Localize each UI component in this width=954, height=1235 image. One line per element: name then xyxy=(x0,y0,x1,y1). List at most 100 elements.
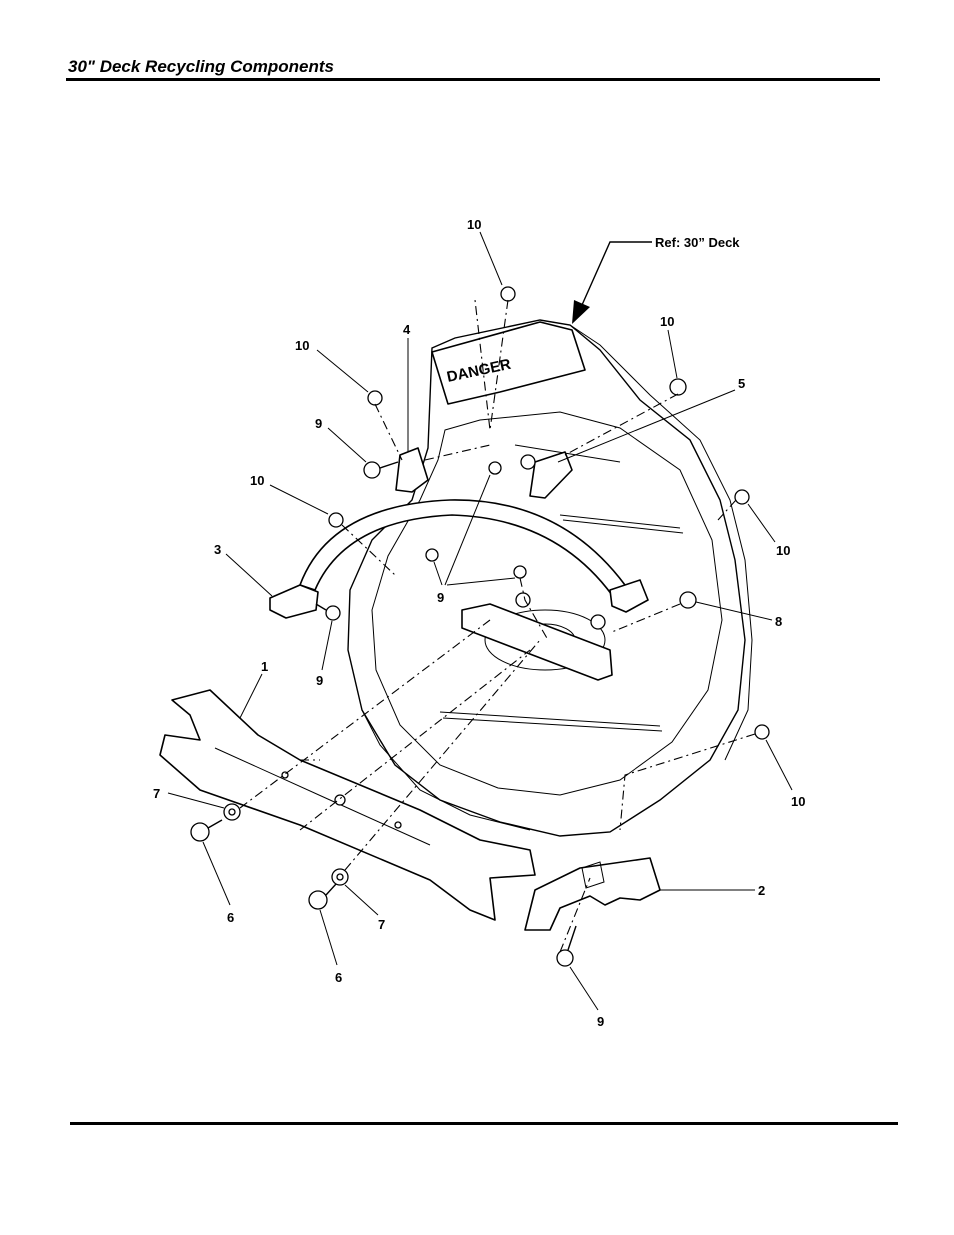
bolt-9-mid xyxy=(425,548,439,562)
nut-10-upper-right xyxy=(669,378,687,396)
nut-8 xyxy=(679,591,697,609)
callouts: 10 4 10 10 5 9 10 10 3 9 8 9 xyxy=(153,217,805,1029)
dash-nut-top xyxy=(474,299,509,431)
baffle-arc-band xyxy=(299,499,626,596)
callout-10-upper-right: 10 xyxy=(660,314,674,329)
nut-10-top xyxy=(500,286,516,302)
lower-baffle-part-2 xyxy=(524,857,661,931)
deck-housing-outline xyxy=(347,319,746,837)
callout-10-lower-right: 10 xyxy=(791,794,805,809)
bracket-part-5 xyxy=(529,451,573,499)
bolt-9-left xyxy=(325,605,341,621)
leader-7-right xyxy=(344,884,379,916)
deck-rib-upper-edge xyxy=(562,519,684,534)
nut-center-e xyxy=(590,614,606,630)
dash-lower-right xyxy=(619,733,756,831)
callout-6-left: 6 xyxy=(227,910,234,925)
blade-center-hole xyxy=(334,794,346,806)
leader-8 xyxy=(695,601,773,621)
baffle-end-block-left xyxy=(269,584,319,619)
dash-upper-right xyxy=(564,393,679,456)
callout-10-right: 10 xyxy=(776,543,790,558)
callout-7-right: 7 xyxy=(378,917,385,932)
callout-9-left: 9 xyxy=(316,673,323,688)
blade-adapter-plate xyxy=(461,603,613,681)
deck-rib-upper xyxy=(559,514,681,529)
leader-9-center-c xyxy=(433,561,443,586)
leader-1 xyxy=(239,673,263,719)
leader-6-left xyxy=(202,841,231,906)
nut-10-left xyxy=(328,512,344,528)
leader-6-right xyxy=(319,909,338,966)
nut-10-lower-right xyxy=(754,724,770,740)
blade-center-ridge xyxy=(214,747,431,846)
washer-7-left-hole xyxy=(228,808,236,816)
callout-10-upper-left: 10 xyxy=(295,338,309,353)
deck-right-flange xyxy=(569,324,753,761)
nut-center-c xyxy=(513,565,527,579)
callout-1: 1 xyxy=(261,659,268,674)
leader-10-right xyxy=(747,503,776,543)
bolt-6-left-head xyxy=(190,822,210,842)
blade-hole-right xyxy=(394,821,402,829)
washer-7-right-hole xyxy=(336,873,344,881)
reference-deck-pointer: Ref: 30” Deck xyxy=(572,235,740,324)
bolt-9-lower xyxy=(556,949,574,967)
callout-10-top: 10 xyxy=(467,217,481,232)
footer-rule xyxy=(70,1122,898,1125)
callout-7-left: 7 xyxy=(153,786,160,801)
blade-body xyxy=(159,689,536,921)
leader-9-bottom xyxy=(569,966,599,1011)
callout-10-left: 10 xyxy=(250,473,264,488)
leader-9-center-a xyxy=(444,474,491,586)
reference-leader-line xyxy=(581,241,652,306)
dash-lower-baffle xyxy=(559,877,591,953)
dash-blade-left xyxy=(239,619,491,809)
header-rule xyxy=(66,78,880,81)
dash-blade-center xyxy=(299,649,531,831)
bolt-6-left-shank xyxy=(207,819,223,829)
bolt-9-lower-shank xyxy=(567,925,577,951)
leader-5 xyxy=(557,389,736,463)
nut-10-upper-left xyxy=(367,390,383,406)
deck-inner-rim xyxy=(371,411,723,796)
bolt-6-right-head xyxy=(308,890,328,910)
bolt-6-right-shank xyxy=(325,883,337,896)
leader-10-left xyxy=(269,484,329,515)
dash-right xyxy=(717,499,737,521)
leader-10-top xyxy=(479,231,503,286)
leader-10-upper-left xyxy=(316,349,369,393)
callout-9-bottom: 9 xyxy=(597,1014,604,1029)
callout-9-center: 9 xyxy=(437,590,444,605)
callout-6-right: 6 xyxy=(335,970,342,985)
deck-front-lip xyxy=(361,709,531,831)
baffle-end-block-right xyxy=(609,579,649,613)
leader-7-left xyxy=(167,792,225,809)
callout-4: 4 xyxy=(403,322,411,337)
callout-8: 8 xyxy=(775,614,782,629)
dash-center xyxy=(519,577,549,641)
nut-center-d xyxy=(515,592,531,608)
bolt-9-upper-shank xyxy=(379,461,399,469)
reference-arrowhead xyxy=(572,300,590,324)
dash-blade-right xyxy=(344,639,541,871)
deck-rib-lower-edge xyxy=(442,717,663,732)
bolt-9-upper xyxy=(363,461,381,479)
assembly-dash-lines xyxy=(239,299,756,953)
dash-bracket-4 xyxy=(424,444,491,461)
mulching-blade xyxy=(159,689,536,921)
deck-rib-top xyxy=(514,444,621,463)
reference-label: Ref: 30” Deck xyxy=(655,235,740,250)
spindle-hub-ring xyxy=(484,609,606,671)
nut-10-right xyxy=(734,489,750,505)
page-title: 30" Deck Recycling Components xyxy=(68,57,334,76)
dash-nut-8 xyxy=(611,603,681,633)
leader-10-lower-right xyxy=(765,739,793,791)
callout-9-upper: 9 xyxy=(315,416,322,431)
nut-center-a xyxy=(488,461,502,475)
dash-upper-left xyxy=(374,403,403,461)
nut-center-b xyxy=(520,454,536,470)
hardware xyxy=(190,286,770,967)
leader-3 xyxy=(225,553,273,597)
